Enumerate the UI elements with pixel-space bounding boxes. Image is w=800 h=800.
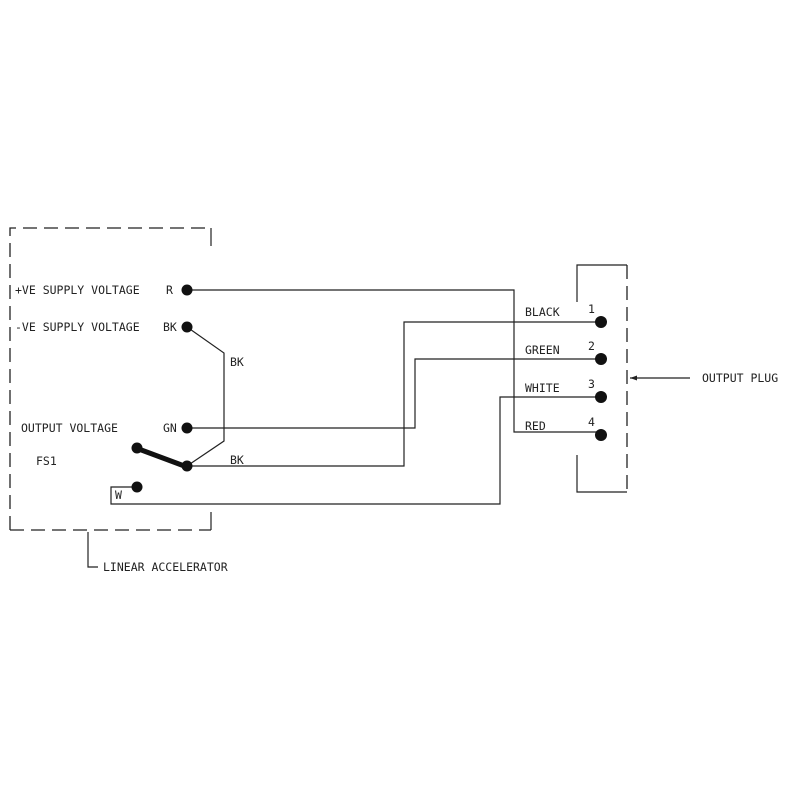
pin-number: 4 [588, 415, 595, 429]
terminal-neg-supply [181, 321, 193, 333]
arrowhead-icon [630, 375, 637, 381]
pin-number: 3 [588, 377, 595, 391]
terminal-output [181, 422, 193, 434]
output-plug-label: OUTPUT PLUG [702, 371, 778, 385]
terminal-white [131, 481, 143, 493]
output-plug-enclosure [576, 264, 628, 493]
wire-white [110, 396, 600, 505]
pin-number: 2 [588, 339, 595, 353]
plug-pin-1 [595, 316, 607, 328]
linear-accelerator-enclosure [9, 227, 212, 531]
pin-color-label: RED [525, 419, 546, 433]
plug-pin-3 [595, 391, 607, 403]
pos-supply-label: +VE SUPPLY VOLTAGE [15, 283, 140, 297]
switch-lever [135, 445, 188, 470]
wire-red [187, 289, 600, 433]
bk-wire-label: BK [230, 453, 244, 467]
pin-number: 1 [588, 302, 595, 316]
wire-black [187, 321, 600, 467]
neg-supply-wire-label: BK [163, 320, 177, 334]
terminal-switch-pivot [131, 442, 143, 454]
output-voltage-label: OUTPUT VOLTAGE [21, 421, 118, 435]
plug-pin-2 [595, 353, 607, 365]
plug-pin-4 [595, 429, 607, 441]
enclosure-leader-line [87, 532, 98, 568]
pin-color-label: WHITE [525, 381, 560, 395]
neg-supply-label: -VE SUPPLY VOLTAGE [15, 320, 140, 334]
output-wire-label: GN [163, 421, 177, 435]
switch-label: FS1 [36, 454, 57, 468]
pos-supply-wire-label: R [166, 283, 173, 297]
pin-color-label: BLACK [525, 305, 560, 319]
pin-color-label: GREEN [525, 343, 560, 357]
bk-wire-label: BK [230, 355, 244, 369]
terminal-pos-supply [181, 284, 193, 296]
wire-green [187, 358, 600, 429]
wire-bk-jumper [186, 326, 225, 467]
terminal-switch-common [181, 460, 193, 472]
white-wire-label: W [115, 488, 122, 502]
linear-accelerator-label: LINEAR ACCELERATOR [103, 560, 228, 574]
